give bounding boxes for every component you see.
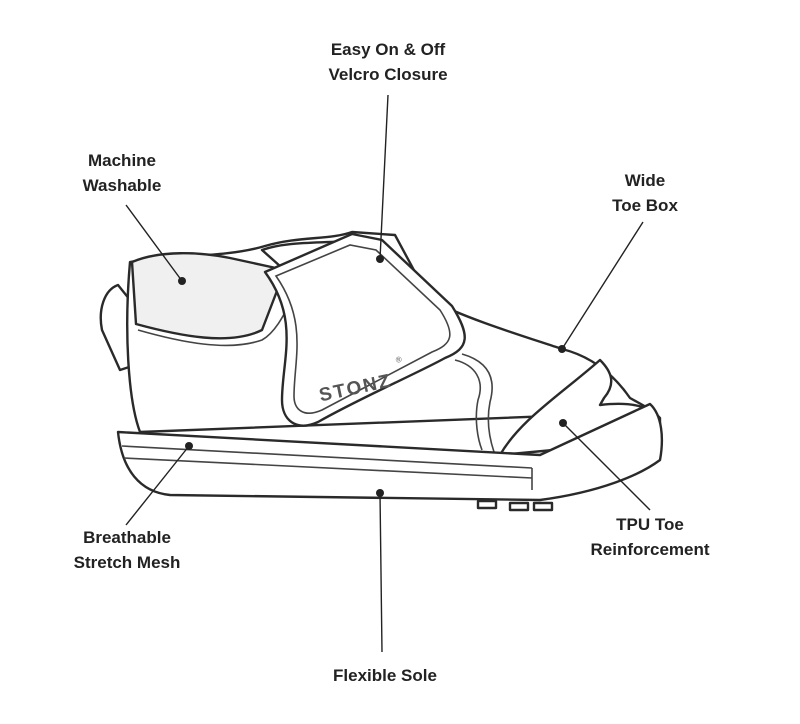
sole-lug — [534, 503, 552, 510]
tpu-label-line2: Reinforcement — [570, 537, 730, 562]
sole-label-line1: Flexible Sole — [310, 663, 460, 688]
sole-label: Flexible Sole — [310, 663, 460, 688]
washable-label-line2: Washable — [62, 173, 182, 198]
washable-label-line1: Machine — [62, 148, 182, 173]
closure-dot — [376, 255, 384, 263]
tpu-label-line1: TPU Toe — [570, 512, 730, 537]
mesh-dot — [185, 442, 193, 450]
mesh-label: Breathable Stretch Mesh — [52, 525, 202, 575]
mesh-label-line2: Stretch Mesh — [52, 550, 202, 575]
tpu-dot — [559, 419, 567, 427]
shoe-illustration: STONZ ® — [101, 232, 662, 510]
closure-label: Easy On & Off Velcro Closure — [300, 37, 476, 87]
toe-box-label-line1: Wide — [590, 168, 700, 193]
sole-lug — [478, 501, 496, 508]
tpu-label: TPU Toe Reinforcement — [570, 512, 730, 562]
sole-lug — [510, 503, 528, 510]
toe-box-dot — [558, 345, 566, 353]
sole-leader — [380, 493, 382, 652]
toe-box-label: Wide Toe Box — [590, 168, 700, 218]
toe-box-label-line2: Toe Box — [590, 193, 700, 218]
washable-label: Machine Washable — [62, 148, 182, 198]
washable-dot — [178, 277, 186, 285]
closure-label-line2: Velcro Closure — [300, 62, 476, 87]
sole-dot — [376, 489, 384, 497]
closure-label-line1: Easy On & Off — [300, 37, 476, 62]
collar — [132, 253, 285, 338]
mesh-label-line1: Breathable — [52, 525, 202, 550]
toe-box-leader — [562, 222, 643, 349]
